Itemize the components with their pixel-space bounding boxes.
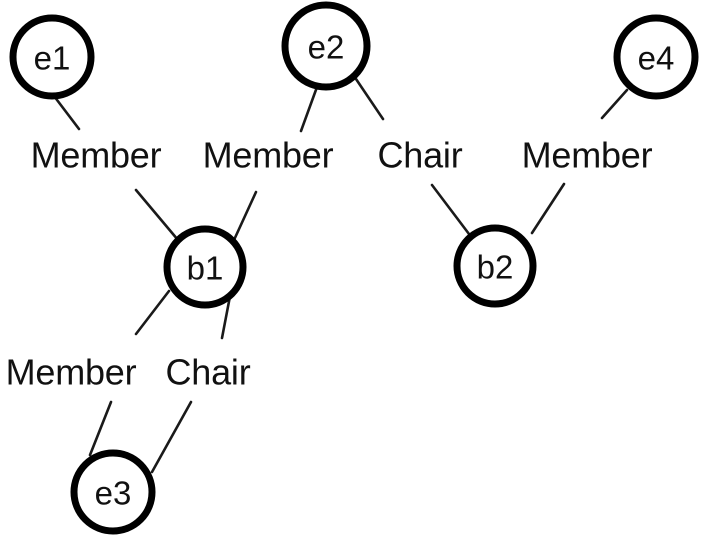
node-circle-e1[interactable] (9, 14, 95, 100)
edge-connector (52, 94, 180, 242)
node-label-b2: b2 (477, 249, 514, 286)
edge-segment-upper (299, 85, 319, 133)
edge-label: Member (31, 135, 162, 176)
edge-segment-lower (232, 190, 258, 242)
graph-node-e1[interactable]: e1 (9, 14, 95, 100)
edge-label: Member (6, 352, 137, 393)
node-label-e4: e4 (638, 40, 675, 77)
edge-label: Chair (377, 135, 462, 176)
edge-connector (232, 85, 319, 242)
edge-connector (88, 289, 171, 457)
edge-segment-lower (88, 400, 113, 457)
edge-segment-lower (530, 182, 566, 235)
node-circle-e4[interactable] (613, 14, 699, 100)
node-circle-b2[interactable] (453, 224, 537, 308)
node-label-e2: e2 (308, 29, 345, 66)
graph-node-e4[interactable]: e4 (613, 14, 699, 100)
graph-node-e3[interactable]: e3 (70, 449, 156, 535)
node-label-b1: b1 (187, 250, 224, 287)
edge-segment-upper (52, 94, 81, 131)
edge-label: Member (203, 135, 334, 176)
edge-connector (354, 77, 471, 236)
edge-connector (530, 88, 629, 235)
edge-segment-upper (134, 289, 171, 336)
edge-segment-lower (150, 400, 193, 474)
edge-segment-upper (600, 88, 629, 120)
node-circle-e3[interactable] (70, 449, 156, 535)
node-circle-e2[interactable] (281, 1, 371, 91)
node-label-e1: e1 (34, 40, 71, 77)
graph-node-b2[interactable]: b2 (453, 224, 537, 308)
edge-segment-upper (354, 77, 385, 121)
edge-segment-lower (430, 183, 471, 236)
node-label-e3: e3 (95, 475, 132, 512)
edge-label: Chair (165, 352, 250, 393)
graph-node-b1[interactable]: b1 (163, 225, 247, 309)
graph-node-e2[interactable]: e2 (281, 1, 371, 91)
node-circle-b1[interactable] (163, 225, 247, 309)
edge-label: Member (522, 135, 653, 176)
edge-segment-lower (134, 188, 180, 242)
nodes-layer: e1 e2 e4 b1 b2 e3 (9, 1, 699, 535)
